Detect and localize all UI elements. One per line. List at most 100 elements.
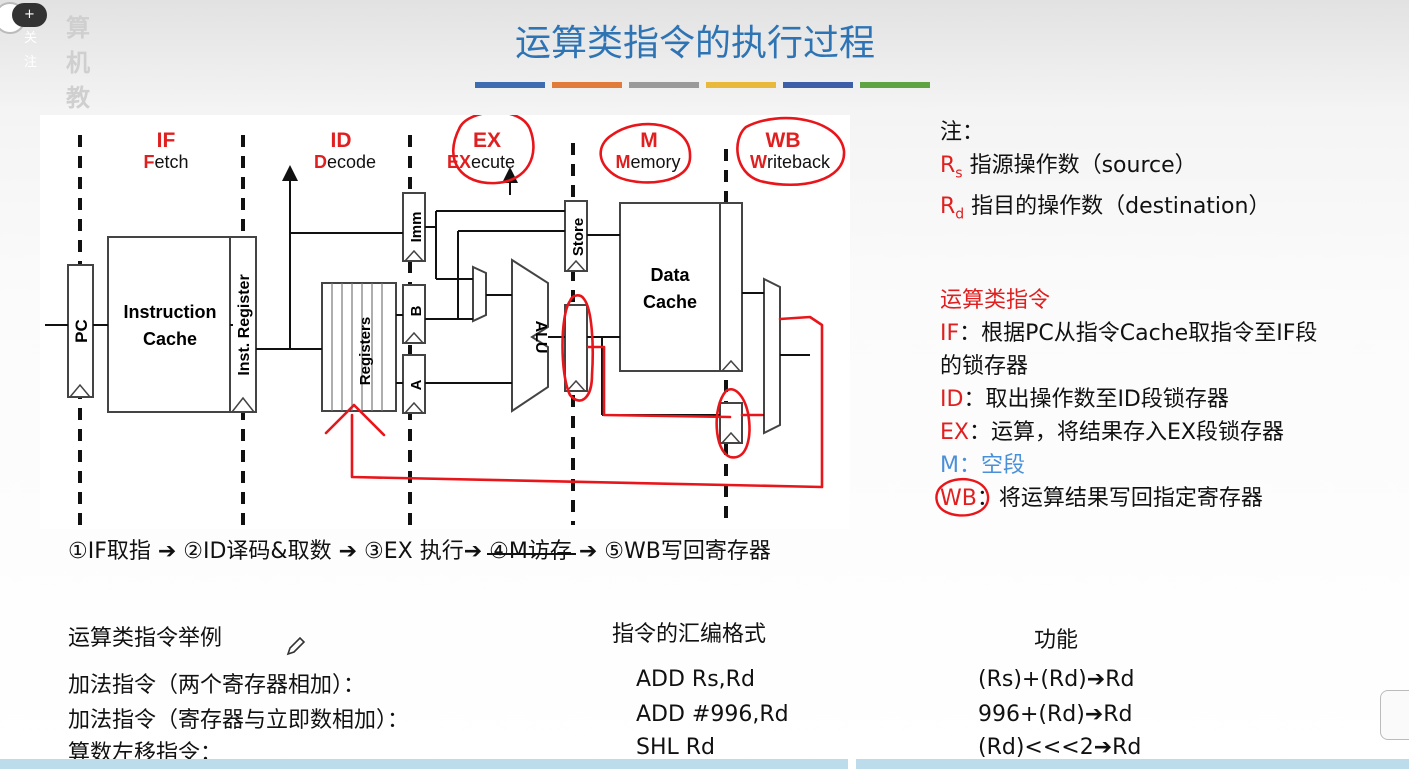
operand-mux: [472, 265, 487, 323]
writeback-mux: [763, 277, 781, 435]
stage-id-rest: ecode: [327, 152, 376, 172]
id-label: ID: [940, 386, 964, 412]
id-text: ：取出操作数至ID段锁存器: [963, 386, 1229, 412]
mem-result-latch: [719, 202, 743, 372]
notes-panel: 注： Rs 指源操作数（source） Rd 指目的操作数（destinatio…: [935, 116, 1318, 517]
dcache-label-1: Data: [650, 265, 690, 285]
ex-result-latch: [564, 304, 588, 392]
rs-sub: s: [955, 165, 963, 182]
alu-label: ALU: [532, 321, 549, 354]
bottom-band: [0, 759, 1409, 769]
stage-m-abbr: M: [640, 129, 658, 152]
stage-m-rest: emory: [630, 152, 680, 172]
table-row-1-asm: ADD Rs,Rd: [636, 667, 755, 692]
title-color-bar: [783, 82, 853, 88]
wb-circle-annotation: [736, 116, 846, 187]
table-row-2-func: 996+(Rd)➔Rd: [978, 702, 1133, 727]
table-row-3-asm: SHL Rd: [636, 735, 716, 760]
if-label: IF: [940, 320, 960, 346]
flow-part-3: ➔ ⑤WB写回寄存器: [571, 539, 771, 564]
flow-part-1: ①IF取指 ➔ ②ID译码&取数 ➔ ③EX 执行➔: [68, 539, 490, 564]
stage-wb-lead: W: [750, 152, 767, 172]
table-header-asm-format: 指令的汇编格式: [612, 622, 767, 647]
if-text: ：根据PC从指令Cache取指令至IF段: [959, 320, 1318, 346]
data-cache: [619, 202, 723, 372]
pipeline-diagram: IF ID EX M WB Fetch Decode EXecute Memor…: [40, 110, 850, 529]
stage-id-abbr: ID: [331, 129, 352, 152]
note-wb: WB：将运算结果写回指定寄存器: [935, 477, 1317, 517]
pc-latch: [67, 264, 94, 398]
stage-m-lead: M: [615, 152, 630, 172]
follow-button[interactable]: + 关注: [12, 3, 47, 70]
dcache-label-2: Cache: [643, 292, 697, 312]
pipeline-flow-text: ①IF取指 ➔ ②ID译码&取数 ➔ ③EX 执行➔ ④M访存 ➔ ⑤WB写回寄…: [68, 533, 771, 565]
rd-sub: d: [955, 206, 965, 223]
wb-label: WB: [940, 485, 977, 511]
imm-label: Imm: [408, 212, 425, 243]
b-label: B: [408, 305, 425, 316]
note-if-cont: 的锁存器: [940, 353, 1029, 379]
note-id: ID：取出操作数至ID段锁存器: [940, 383, 1317, 416]
wb-circle-annotation: [935, 477, 990, 517]
note-ex: EX：运算，将结果存入EX段锁存器: [940, 416, 1317, 449]
table-row-3-func: (Rd)<<<2➔Rd: [978, 735, 1142, 760]
ex-label: EX: [940, 419, 969, 445]
instruction-cache: [107, 236, 234, 413]
registers-label: Registers: [357, 317, 374, 385]
red-annotations: [324, 110, 846, 489]
table-row-1-func: (Rs)+(Rd)➔Rd: [978, 667, 1135, 692]
stage-if-rest: etch: [154, 152, 188, 172]
title-color-bar: [706, 82, 776, 88]
table-row-1-desc: 加法指令（两个寄存器相加）：: [68, 673, 366, 698]
inst-register-label: Inst. Register: [236, 274, 253, 375]
section-title: 运算类指令: [940, 287, 1051, 313]
svg-text:Memory: Memory: [615, 152, 680, 172]
title-color-bar: [552, 82, 622, 88]
rs-letter: R: [940, 153, 956, 178]
table-row-2-asm: ADD #996,Rd: [636, 702, 789, 727]
pencil-cursor-icon: [286, 636, 306, 656]
note-rs: Rs 指源操作数（source）: [940, 149, 1317, 190]
notes-heading: 注：: [940, 120, 985, 145]
stage-wb-rest: riteback: [767, 152, 831, 172]
title-color-bar: [475, 82, 545, 88]
pipeline-svg: IF ID EX M WB Fetch Decode EXecute Memor…: [45, 110, 846, 525]
ex-latch-circle-annotation: [561, 294, 595, 402]
rd-letter: R: [940, 194, 956, 220]
note-rd: Rd 指目的操作数（destination）: [940, 190, 1317, 231]
icache-label-2: Cache: [143, 329, 197, 349]
table-row-2-desc: 加法指令（寄存器与立即数相加）：: [68, 708, 410, 733]
svg-text:Writeback: Writeback: [750, 152, 831, 172]
svg-text:EXecute: EXecute: [447, 152, 515, 172]
store-label: Store: [570, 218, 587, 256]
stage-ex-rest: ecute: [471, 152, 515, 172]
alu-latch-circle-annotation: [715, 388, 751, 459]
flow-part-m-struck: ④M访存: [489, 539, 572, 564]
register-file: [321, 282, 397, 412]
rd-text: 指目的操作数（destination）: [964, 194, 1271, 220]
bottom-band-gap: [848, 759, 856, 769]
wb-text: ：将运算结果写回指定寄存器: [976, 485, 1263, 511]
alu-result-latch: [719, 402, 743, 444]
writeback-arrow-annotation: [324, 403, 386, 437]
table-header-examples: 运算类指令举例: [68, 626, 223, 651]
stage-wb-abbr: WB: [766, 129, 801, 152]
title-color-bar: [629, 82, 699, 88]
title-color-bar: [860, 82, 930, 88]
a-label: A: [408, 379, 425, 390]
alu: [511, 258, 549, 413]
inst-register-latch: [229, 236, 257, 413]
svg-text:Decode: Decode: [314, 152, 376, 172]
m-circle-annotation: [599, 122, 692, 184]
stage-if-lead: F: [143, 152, 154, 172]
svg-text:Fetch: Fetch: [143, 152, 188, 172]
stage-ex-abbr: EX: [473, 129, 501, 152]
stage-if-abbr: IF: [157, 129, 176, 152]
side-panel-toggle-button[interactable]: [1380, 690, 1409, 740]
ex-text: ：运算，将结果存入EX段锁存器: [968, 419, 1284, 445]
slide-title: 运算类指令的执行过程: [514, 23, 875, 64]
pc-label: PC: [72, 319, 91, 343]
note-m: M：空段: [940, 452, 1025, 478]
stage-id-lead: D: [314, 152, 327, 172]
icache-label-1: Instruction: [124, 302, 217, 322]
